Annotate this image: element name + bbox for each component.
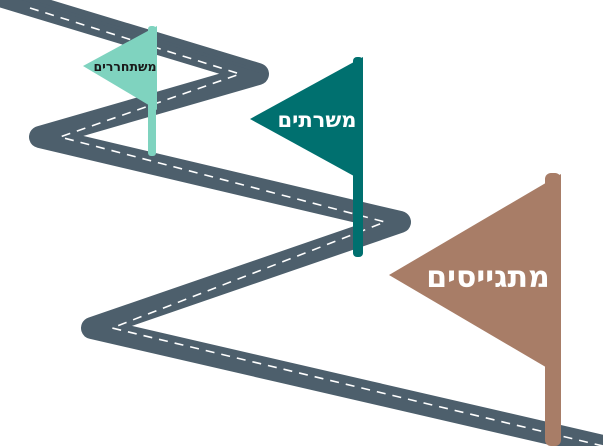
flag-small: משתחררים (83, 26, 157, 156)
flag-pennant-small (83, 26, 157, 110)
flag-large: מתגייסים (389, 173, 561, 446)
flag-pennant-medium (250, 57, 363, 181)
flag-medium: משרתים (250, 57, 363, 257)
flag-label-small: משתחררים (93, 59, 156, 74)
lane-marking (29, 7, 603, 446)
flag-label-medium: משרתים (278, 108, 357, 132)
flag-label-large: מתגייסים (426, 260, 549, 295)
road-tail (21, 0, 264, 74)
flag-pennant-large (389, 174, 561, 376)
